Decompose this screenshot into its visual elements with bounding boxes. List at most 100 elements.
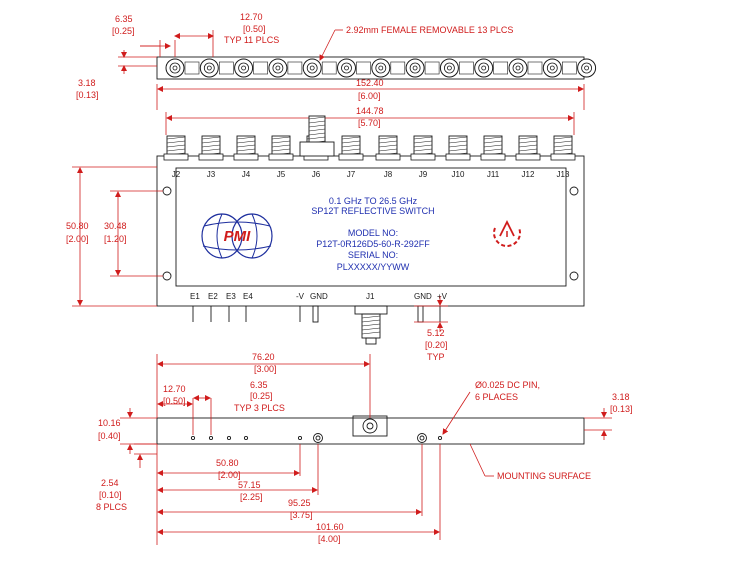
dim-offset-mm: 3.18 (78, 78, 96, 88)
dim-d4-mm: 101.60 (316, 522, 344, 532)
dim-pin-first-in: [0.50] (163, 396, 186, 406)
dim-center-in: [3.00] (254, 364, 277, 374)
mount-hole-br (569, 271, 579, 281)
port-label: J12 (522, 170, 535, 179)
connector-callout: 2.92mm FEMALE REMOVABLE 13 PLCS (319, 25, 513, 61)
port-connector (163, 135, 189, 161)
strip-connector (439, 58, 474, 78)
port-label: J13 (557, 170, 570, 179)
port-connector (268, 135, 294, 161)
strip-connector (234, 58, 268, 78)
port-connector (375, 135, 401, 161)
port-label: J10 (452, 170, 465, 179)
port-connector (480, 135, 506, 161)
strip-connectors (165, 58, 597, 78)
dim-pin-height: 2.54 [0.10] 8 PLCS (96, 443, 157, 512)
top-view-strip (156, 56, 597, 80)
connector-note: 2.92mm FEMALE REMOVABLE 13 PLCS (346, 25, 513, 35)
dim-pitch-typ-note: TYP 11 PLCS (224, 35, 279, 45)
port-connector (550, 135, 576, 161)
pin-label-gnd-right: GND (414, 292, 432, 301)
strip-connector (268, 58, 303, 78)
label-serial: PLXXXXX/YYWW (337, 262, 410, 272)
dim-pin-pitch-in: [0.25] (250, 391, 273, 401)
strip-connector (165, 58, 200, 78)
center-tall-connector (299, 115, 335, 157)
label-type: SP12T REFLECTIVE SWITCH (311, 206, 434, 216)
port-label: J3 (207, 170, 216, 179)
strip-connector (577, 58, 597, 78)
dim-d3-in: [3.75] (290, 510, 313, 520)
dim-d4: 101.60 [4.00] (157, 444, 441, 544)
dim-pitch-edge: 6.35 [0.25] (112, 14, 176, 57)
strip-connector (542, 58, 577, 78)
dim-pitch-edge-in: [0.25] (112, 26, 135, 36)
dim-pin-pitch-note: TYP 3 PLCS (234, 403, 285, 413)
dim-d1: 50.80 [2.00] (156, 444, 301, 545)
pin-label-e4: E4 (243, 292, 253, 301)
port-label: J9 (419, 170, 428, 179)
mount-hole-tr (569, 186, 579, 196)
dim-pitch-typ-mm: 12.70 (240, 12, 263, 22)
dim-pin-length-mm: 5.12 (427, 328, 445, 338)
dim-side-height-in: [0.40] (98, 431, 121, 441)
pmi-logo: PMI (201, 213, 273, 259)
dim-pin-height-in: [0.10] (99, 490, 122, 500)
strip-connector (337, 58, 371, 78)
bottom-pins (192, 305, 441, 323)
port-label: J2 (172, 170, 181, 179)
dc-pin-note-line2: 6 PLACES (475, 392, 518, 402)
dim-pin-height-mm: 2.54 (101, 478, 119, 488)
dim-pitch-typ-in: [0.50] (243, 24, 266, 34)
port-connector (338, 135, 364, 161)
dim-height-total-in: [2.00] (66, 234, 89, 244)
dim-width-total-in: [6.00] (358, 91, 381, 101)
dim-d2-in: [2.25] (240, 492, 263, 502)
port-label: J5 (277, 170, 286, 179)
port-label: J4 (242, 170, 251, 179)
strip-connector (474, 58, 509, 78)
j1-connector (354, 305, 388, 345)
dim-pitch-typ: 12.70 [0.50] TYP 11 PLCS (174, 12, 279, 57)
dim-d2: 57.15 [2.25] (157, 444, 319, 502)
port-connector (198, 135, 224, 161)
dim-pitch-edge-mm: 6.35 (115, 14, 133, 24)
dim-pin-height-note: 8 PLCS (96, 502, 127, 512)
strip-connector (405, 58, 440, 78)
dim-thick-right-mm: 3.18 (612, 392, 630, 402)
port-connector (233, 135, 259, 161)
label-serial-heading: SERIAL NO: (348, 250, 398, 260)
body-connectors (163, 115, 576, 161)
dim-width-holes: 144.78 [5.70] (165, 106, 575, 135)
dim-d3: 95.25 [3.75] (157, 444, 423, 520)
dim-d1-mm: 50.80 (216, 458, 239, 468)
pin-label-e2: E2 (208, 292, 218, 301)
port-label: J11 (487, 170, 500, 179)
mounting-note: MOUNTING SURFACE (497, 471, 591, 481)
label-model-heading: MODEL NO: (348, 228, 398, 238)
pin-label-gnd-left: GND (310, 292, 328, 301)
dim-d4-in: [4.00] (318, 534, 341, 544)
dim-width-holes-in: [5.70] (358, 118, 381, 128)
dc-pin-callout: Ø0.025 DC PIN, 6 PLACES (442, 380, 540, 435)
strip-connector (302, 58, 337, 78)
pin-label-pos-v: +V (437, 292, 448, 301)
dim-d2-mm: 57.15 (238, 480, 261, 490)
dim-side-height-mm: 10.16 (98, 418, 121, 428)
dim-pin-first-mm: 12.70 (163, 384, 186, 394)
dim-height-total-mm: 50.80 (66, 221, 89, 231)
port-connector (515, 135, 541, 161)
dim-pin-length-typ: TYP (427, 352, 445, 362)
dim-pin-first: 12.70 [0.50] (157, 384, 194, 435)
dim-offset: 3.18 [0.13] (76, 50, 157, 100)
dim-pin-pitch-mm: 6.35 (250, 380, 268, 390)
dim-height-holes: 30.48 [1.20] (104, 190, 163, 277)
mount-hole-tl (162, 186, 172, 196)
dim-height-holes-mm: 30.48 (104, 221, 127, 231)
dim-pin-length-in: [0.20] (425, 340, 448, 350)
pin-label-neg-v: -V (296, 292, 305, 301)
port-label-j1: J1 (366, 292, 375, 301)
